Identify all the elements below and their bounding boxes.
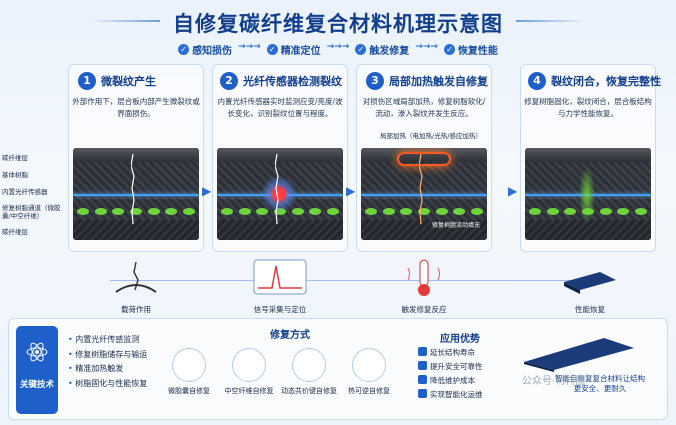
bottom-caption: 触发修复反应	[401, 305, 447, 314]
stage-label: 恢复性能	[457, 46, 498, 57]
advantages-title: 应用优势	[440, 334, 480, 345]
repair-method-label: 中空纤维自修复	[224, 387, 274, 395]
resin-channel	[365, 208, 483, 216]
load-icon	[115, 261, 157, 293]
watermark: 公众号·材料图	[522, 376, 586, 387]
stage-label: 精准定位	[280, 46, 321, 57]
restored-panel-icon	[564, 272, 616, 294]
key-tech-list: 内置光纤传感监测 修复树脂储存与输运 精准加热触发 树脂固化与性能恢复	[68, 333, 147, 391]
composite-panel-image	[524, 338, 634, 372]
arrow-right-icon: ▶	[508, 184, 518, 198]
list-item: 降低维护成本	[418, 374, 483, 388]
panel-1-header: 1 微裂纹产生	[78, 72, 156, 90]
list-item: 树脂固化与性能恢复	[68, 377, 147, 392]
advantage-tagline: 智能自修复复合材料让结构更安全、更耐久	[555, 374, 645, 393]
resin-flow-label: 修复树脂流动填充	[432, 222, 481, 229]
heating-coil-icon	[397, 152, 451, 166]
heat-label: 局部加热（电加热/光热/感应加热）	[380, 132, 482, 140]
list-item: 延长结构寿命	[418, 346, 483, 360]
laminate-block-4	[525, 148, 651, 240]
list-item: 修复树脂储存与输运	[68, 348, 147, 363]
stage-label: 触发修复	[369, 46, 410, 57]
repair-method-label: 热可逆自修复	[348, 387, 390, 395]
key-tech-badge: 关键技术	[16, 326, 58, 414]
stage-1: ✓感知损伤	[178, 42, 232, 57]
list-item: 提升安全可靠性	[418, 360, 483, 374]
bottom-caption: 载荷作用	[121, 305, 151, 314]
arrow-right-icon: →→→	[238, 42, 261, 52]
crack-icon	[275, 154, 279, 224]
panel-2-header: 2 光纤传感器检测裂纹	[220, 72, 342, 90]
resin-channel	[77, 208, 195, 216]
stage-3: ✓触发修复	[355, 42, 409, 57]
stage-label: 感知损伤	[192, 46, 233, 57]
step-number: 2	[220, 72, 238, 90]
panel-title: 光纤传感器检测裂纹	[243, 75, 342, 88]
check-icon: ✓	[178, 44, 190, 55]
panel-description: 对损伤区域局部加热，修复树脂软化/流动，渗入裂纹并发生反应。	[362, 97, 486, 118]
advantages-list: 延长结构寿命 提升安全可靠性 降低维护成本 实现智能化运维	[418, 346, 483, 402]
panel-title: 微裂纹产生	[101, 75, 156, 88]
check-icon: ✓	[266, 44, 278, 55]
title-decoration-left	[90, 20, 160, 22]
layer-label: 碳纤维层	[2, 228, 28, 236]
atom-icon	[26, 342, 48, 362]
step-number: 4	[528, 72, 546, 90]
layer-label: 修复树脂通道（微胶囊/中空纤维）	[2, 204, 61, 220]
key-tech-label: 关键技术	[19, 380, 54, 390]
thermometer-icon	[407, 259, 440, 296]
layer-label: 内置光纤传感器	[2, 188, 48, 196]
repair-method-label: 微胶囊自修复	[168, 387, 210, 395]
flow-line	[110, 280, 580, 281]
arrow-right-icon: ▶	[346, 184, 356, 198]
panel-description: 内置光纤传感器实时监测应变/亮度/波长变化，识别裂纹位置与程度。	[217, 97, 343, 118]
healed-zone-glow	[579, 166, 595, 224]
covalent-bond-icon	[292, 348, 326, 382]
optical-fiber	[73, 194, 199, 196]
crack-icon	[131, 154, 135, 224]
panel-title: 局部加热触发自修复	[389, 75, 488, 88]
bottom-caption: 信号采集与定位	[253, 305, 307, 314]
sensor-signal-glow	[261, 176, 297, 212]
laminate-block-3	[361, 148, 487, 240]
layer-label: 基体树脂	[2, 171, 28, 179]
layer-label: 碳纤维层	[2, 154, 28, 162]
step-number: 1	[78, 72, 96, 90]
panel-4-header: 4 裂纹闭合，恢复完整性	[528, 72, 661, 90]
page-title: 自修复碳纤维复合材料机理示意图	[173, 12, 503, 36]
list-item: 内置光纤传感监测	[68, 333, 147, 348]
laminate-block-1	[73, 148, 199, 240]
check-icon: ✓	[355, 44, 367, 55]
panel-description: 修复树脂固化，裂纹闭合，层合板结构与力学性能恢复。	[524, 97, 652, 118]
list-item: 精准加热触发	[68, 362, 147, 377]
panel-3-header: 3 局部加热触发自修复	[366, 72, 488, 90]
panel-title: 裂纹闭合，恢复完整性	[551, 75, 661, 88]
thermal-reversible-icon	[352, 348, 386, 382]
hollow-fiber-icon	[232, 348, 266, 382]
repair-method-label: 动态共价键自修复	[281, 387, 337, 395]
arrow-right-icon: →→→	[415, 42, 438, 52]
crack-icon	[419, 154, 423, 224]
optical-fiber	[361, 194, 487, 196]
repair-methods-title: 修复方式	[270, 330, 310, 341]
bottom-caption: 性能恢复	[575, 305, 605, 314]
panel-description: 外部作用下，层合板内部产生微裂纹或界面损伤。	[72, 97, 200, 118]
step-number: 3	[366, 72, 384, 90]
capsule-icon	[172, 348, 206, 382]
stage-2: ✓精准定位	[266, 42, 321, 57]
arrow-right-icon: ▶	[202, 184, 212, 198]
stage-4: ✓恢复性能	[443, 42, 498, 57]
laminate-block-2	[217, 148, 343, 240]
list-item: 实现智能化运维	[418, 388, 483, 402]
arrow-right-icon: →→→	[326, 42, 350, 52]
check-icon: ✓	[443, 44, 455, 55]
stage-strip: ✓感知损伤 →→→ ✓精准定位 →→→ ✓触发修复 →→→ ✓恢复性能	[0, 42, 676, 57]
signal-chart-icon	[253, 259, 307, 295]
